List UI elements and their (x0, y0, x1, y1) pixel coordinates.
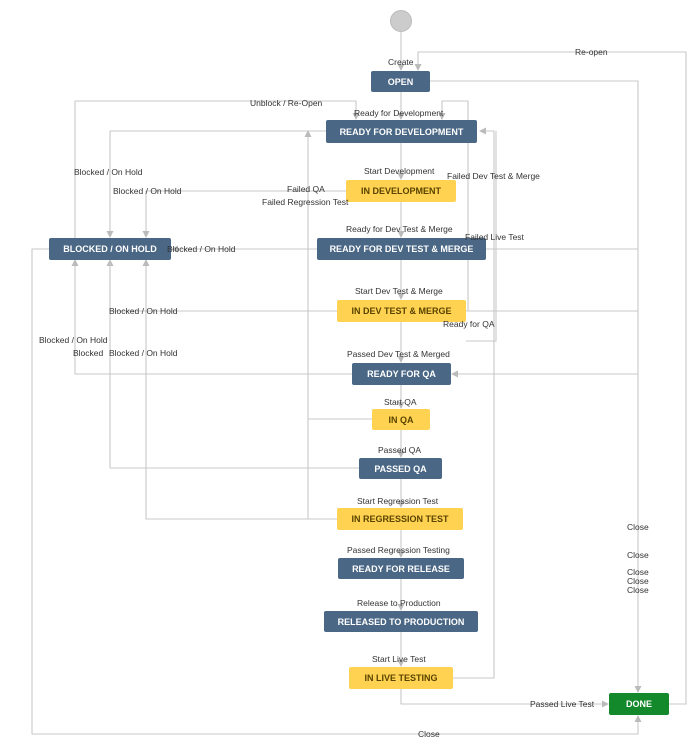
label-close-2: Close (627, 550, 649, 560)
transition-line-close-open (430, 80, 642, 693)
transition-line-unblock-reopen (74, 100, 360, 238)
label-start-live-test: Start Live Test (372, 654, 426, 664)
status-ready-for-release[interactable]: READY FOR RELEASE (338, 558, 464, 579)
status-in-live-testing[interactable]: IN LIVE TESTING (349, 667, 453, 689)
transition-line-reopen (414, 51, 687, 705)
label-create: Create (388, 57, 414, 67)
label-ready-for-qa: Ready for QA (443, 319, 495, 329)
label-passed-live-test: Passed Live Test (530, 699, 595, 709)
status-in-regression-test[interactable]: IN REGRESSION TEST (337, 508, 463, 530)
status-in-qa[interactable]: IN QA (372, 409, 430, 430)
status-open[interactable]: OPEN (371, 71, 430, 92)
label-failed-regression-test: Failed Regression Test (262, 197, 349, 207)
label-passed-regression-testing: Passed Regression Testing (347, 545, 450, 555)
transition-line-blocked-idtm (106, 259, 337, 312)
label-start-dev-test-merge: Start Dev Test & Merge (355, 286, 443, 296)
transition-line-failed-live-test (451, 127, 495, 679)
label-blocked-on-hold-3: Blocked / On Hold (167, 244, 236, 254)
label-close-1: Close (627, 522, 649, 532)
label-close-5: Close (627, 585, 649, 595)
start-node (390, 10, 412, 32)
transition-line-blocked-rqa (71, 259, 352, 375)
label-passed-dev-test-merged: Passed Dev Test & Merged (347, 349, 450, 359)
transition-line-close-bottom (31, 248, 642, 735)
label-close-bottom: Close (418, 729, 440, 739)
label-close-4: Close (627, 576, 649, 586)
label-ready-for-development: Ready for Development (354, 108, 444, 118)
label-blocked-on-hold-1: Blocked / On Hold (74, 167, 143, 177)
label-passed-qa: Passed QA (378, 445, 421, 455)
label-blocked-on-hold-5: Blocked / On Hold (39, 335, 108, 345)
label-close-3: Close (627, 567, 649, 577)
label-release-to-production: Release to Production (357, 598, 441, 608)
label-failed-live-test: Failed Live Test (465, 232, 524, 242)
label-failed-dev-test-merge: Failed Dev Test & Merge (447, 171, 540, 181)
status-in-development[interactable]: IN DEVELOPMENT (346, 180, 456, 202)
label-ready-for-dev-test-merge: Ready for Dev Test & Merge (346, 224, 453, 234)
transition-line-blocked-indev (142, 190, 346, 238)
status-blocked-on-hold[interactable]: BLOCKED / ON HOLD (49, 238, 171, 260)
transition-line-blocked-pqa (109, 260, 359, 469)
label-start-development: Start Development (364, 166, 435, 176)
label-start-regression-test: Start Regression Test (357, 496, 439, 506)
status-released-to-production[interactable]: RELEASED TO PRODUCTION (324, 611, 478, 632)
status-ready-for-qa[interactable]: READY FOR QA (352, 363, 451, 385)
label-start-qa: Start QA (384, 397, 417, 407)
status-in-dev-test-merge[interactable]: IN DEV TEST & MERGE (337, 300, 466, 322)
label-blocked-on-hold-4: Blocked / On Hold (109, 306, 178, 316)
status-done[interactable]: DONE (609, 693, 669, 715)
status-ready-for-dev-test-merge[interactable]: READY FOR DEV TEST & MERGE (317, 238, 486, 260)
transition-line-passed-live-test (400, 689, 609, 708)
transition-line-blocked-irt (142, 259, 337, 520)
label-blocked: Blocked (73, 348, 104, 358)
label-blocked-on-hold-6: Blocked / On Hold (109, 348, 178, 358)
label-unblock-reopen: Unblock / Re-Open (250, 98, 323, 108)
status-ready-for-development[interactable]: READY FOR DEVELOPMENT (326, 120, 477, 143)
label-failed-qa: Failed QA (287, 184, 325, 194)
label-blocked-on-hold-2: Blocked / On Hold (113, 186, 182, 196)
status-passed-qa[interactable]: PASSED QA (359, 458, 442, 479)
transition-line-ready-for-qa-loop (466, 131, 497, 342)
transition-line-blocked-rfd (106, 130, 326, 238)
transition-line-failed-regression (307, 419, 337, 520)
label-reopen: Re-open (575, 47, 608, 57)
